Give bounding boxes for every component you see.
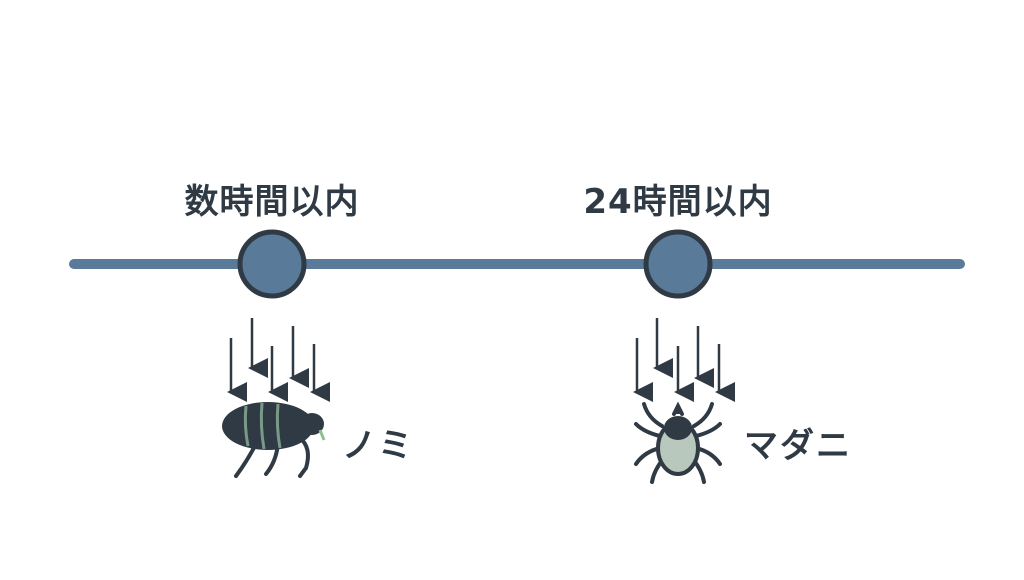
milestone-time-label-2: 24時間以内 xyxy=(583,182,773,222)
milestone-node-2 xyxy=(643,229,713,299)
pest-label-tick: マダニ xyxy=(744,426,852,466)
arrows-group-2 xyxy=(633,318,735,402)
tick-icon xyxy=(634,401,722,484)
milestone-node-1 xyxy=(237,229,307,299)
pest-label-flea: ノミ xyxy=(342,426,414,466)
arrows-group-1 xyxy=(227,318,330,402)
milestone-time-label-1: 数時間以内 xyxy=(184,182,360,222)
flea-icon xyxy=(222,402,326,478)
